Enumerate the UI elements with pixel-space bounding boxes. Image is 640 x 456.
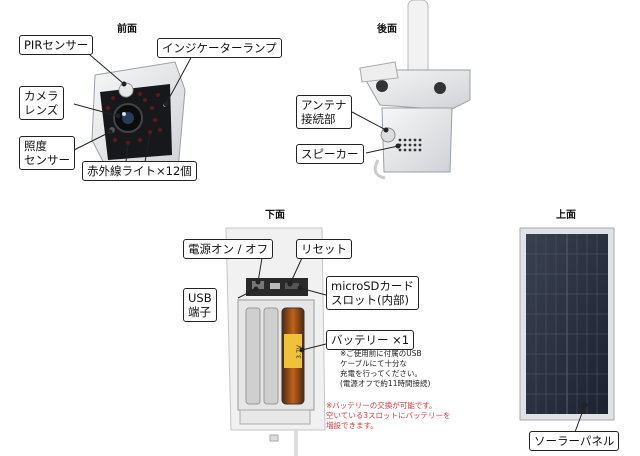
bottom-view-title: 下面 [265, 210, 285, 221]
usb-port-label-line2: 端子 [188, 305, 211, 319]
usb-port-label: USB 端子 [183, 288, 217, 322]
indicator-lamp-label: インジケーターランプ [157, 38, 282, 58]
reset-label: リセット [296, 239, 352, 259]
battery-label: バッテリー ×1 [326, 330, 415, 350]
top-view-title: 上面 [556, 210, 576, 221]
back-camera-illustration [359, 0, 471, 180]
front-camera-illustration [91, 61, 186, 176]
back-view-title: 後面 [377, 24, 397, 35]
battery-charge-note-line4: (電源オフで約11時間接続) [340, 379, 431, 388]
battery-swap-note-line3: 増設できます。 [326, 421, 378, 430]
camera-lens-label-line2: レンズ [24, 103, 59, 117]
camera-lens-label-line1: カメラ [24, 89, 59, 103]
power-switch-label: 電源オン / オフ [183, 239, 274, 259]
solar-panel-illustration [519, 227, 615, 421]
battery-swap-note-line2: 空いている3スロットにバッテリーを [326, 411, 451, 420]
svg-text:3.7V: 3.7V [296, 344, 303, 359]
pir-sensor-label: PIRセンサー [19, 35, 94, 55]
microsd-slot-label: microSDカード スロット(内部) [326, 276, 419, 310]
leader-lines [73, 53, 588, 433]
speaker-label: スピーカー [296, 144, 364, 164]
camera-lens-label: カメラ レンズ [19, 86, 64, 120]
battery-charge-note: ※ご使用前に付属のUSB ケーブルにて十分な 充電を行ってください。 (電源オフ… [340, 349, 430, 389]
usb-port-label-line1: USB [188, 291, 212, 305]
antenna-connector-label-line2: 接続部 [301, 112, 336, 126]
battery-swap-note: ※バッテリーの交換が可能です。 空いている3スロットにバッテリーを 増設できます… [326, 401, 451, 431]
front-view-title: 前面 [117, 24, 137, 35]
antenna-connector-label: アンテナ 接続部 [296, 95, 352, 129]
battery-charge-note-line1: ※ご使用前に付属のUSB [340, 349, 422, 358]
antenna-connector-label-line1: アンテナ [301, 98, 347, 112]
microsd-slot-label-line2: スロット(内部) [331, 293, 409, 307]
microsd-slot-label-line1: microSDカード [331, 279, 414, 293]
ir-lights-label: 赤外線ライト×12個 [82, 161, 197, 181]
light-sensor-label-line1: 照度 [24, 139, 47, 153]
battery-swap-note-line1: ※バッテリーの交換が可能です。 [326, 401, 437, 410]
bottom-view-illustration: 3.7V [225, 227, 326, 456]
light-sensor-label: 照度 センサー [19, 136, 75, 170]
light-sensor-label-line2: センサー [24, 153, 70, 167]
battery-charge-note-line3: 充電を行ってください。 [340, 369, 422, 378]
battery-charge-note-line2: ケーブルにて十分な [340, 359, 408, 368]
solar-panel-label: ソーラーパネル [529, 431, 620, 451]
